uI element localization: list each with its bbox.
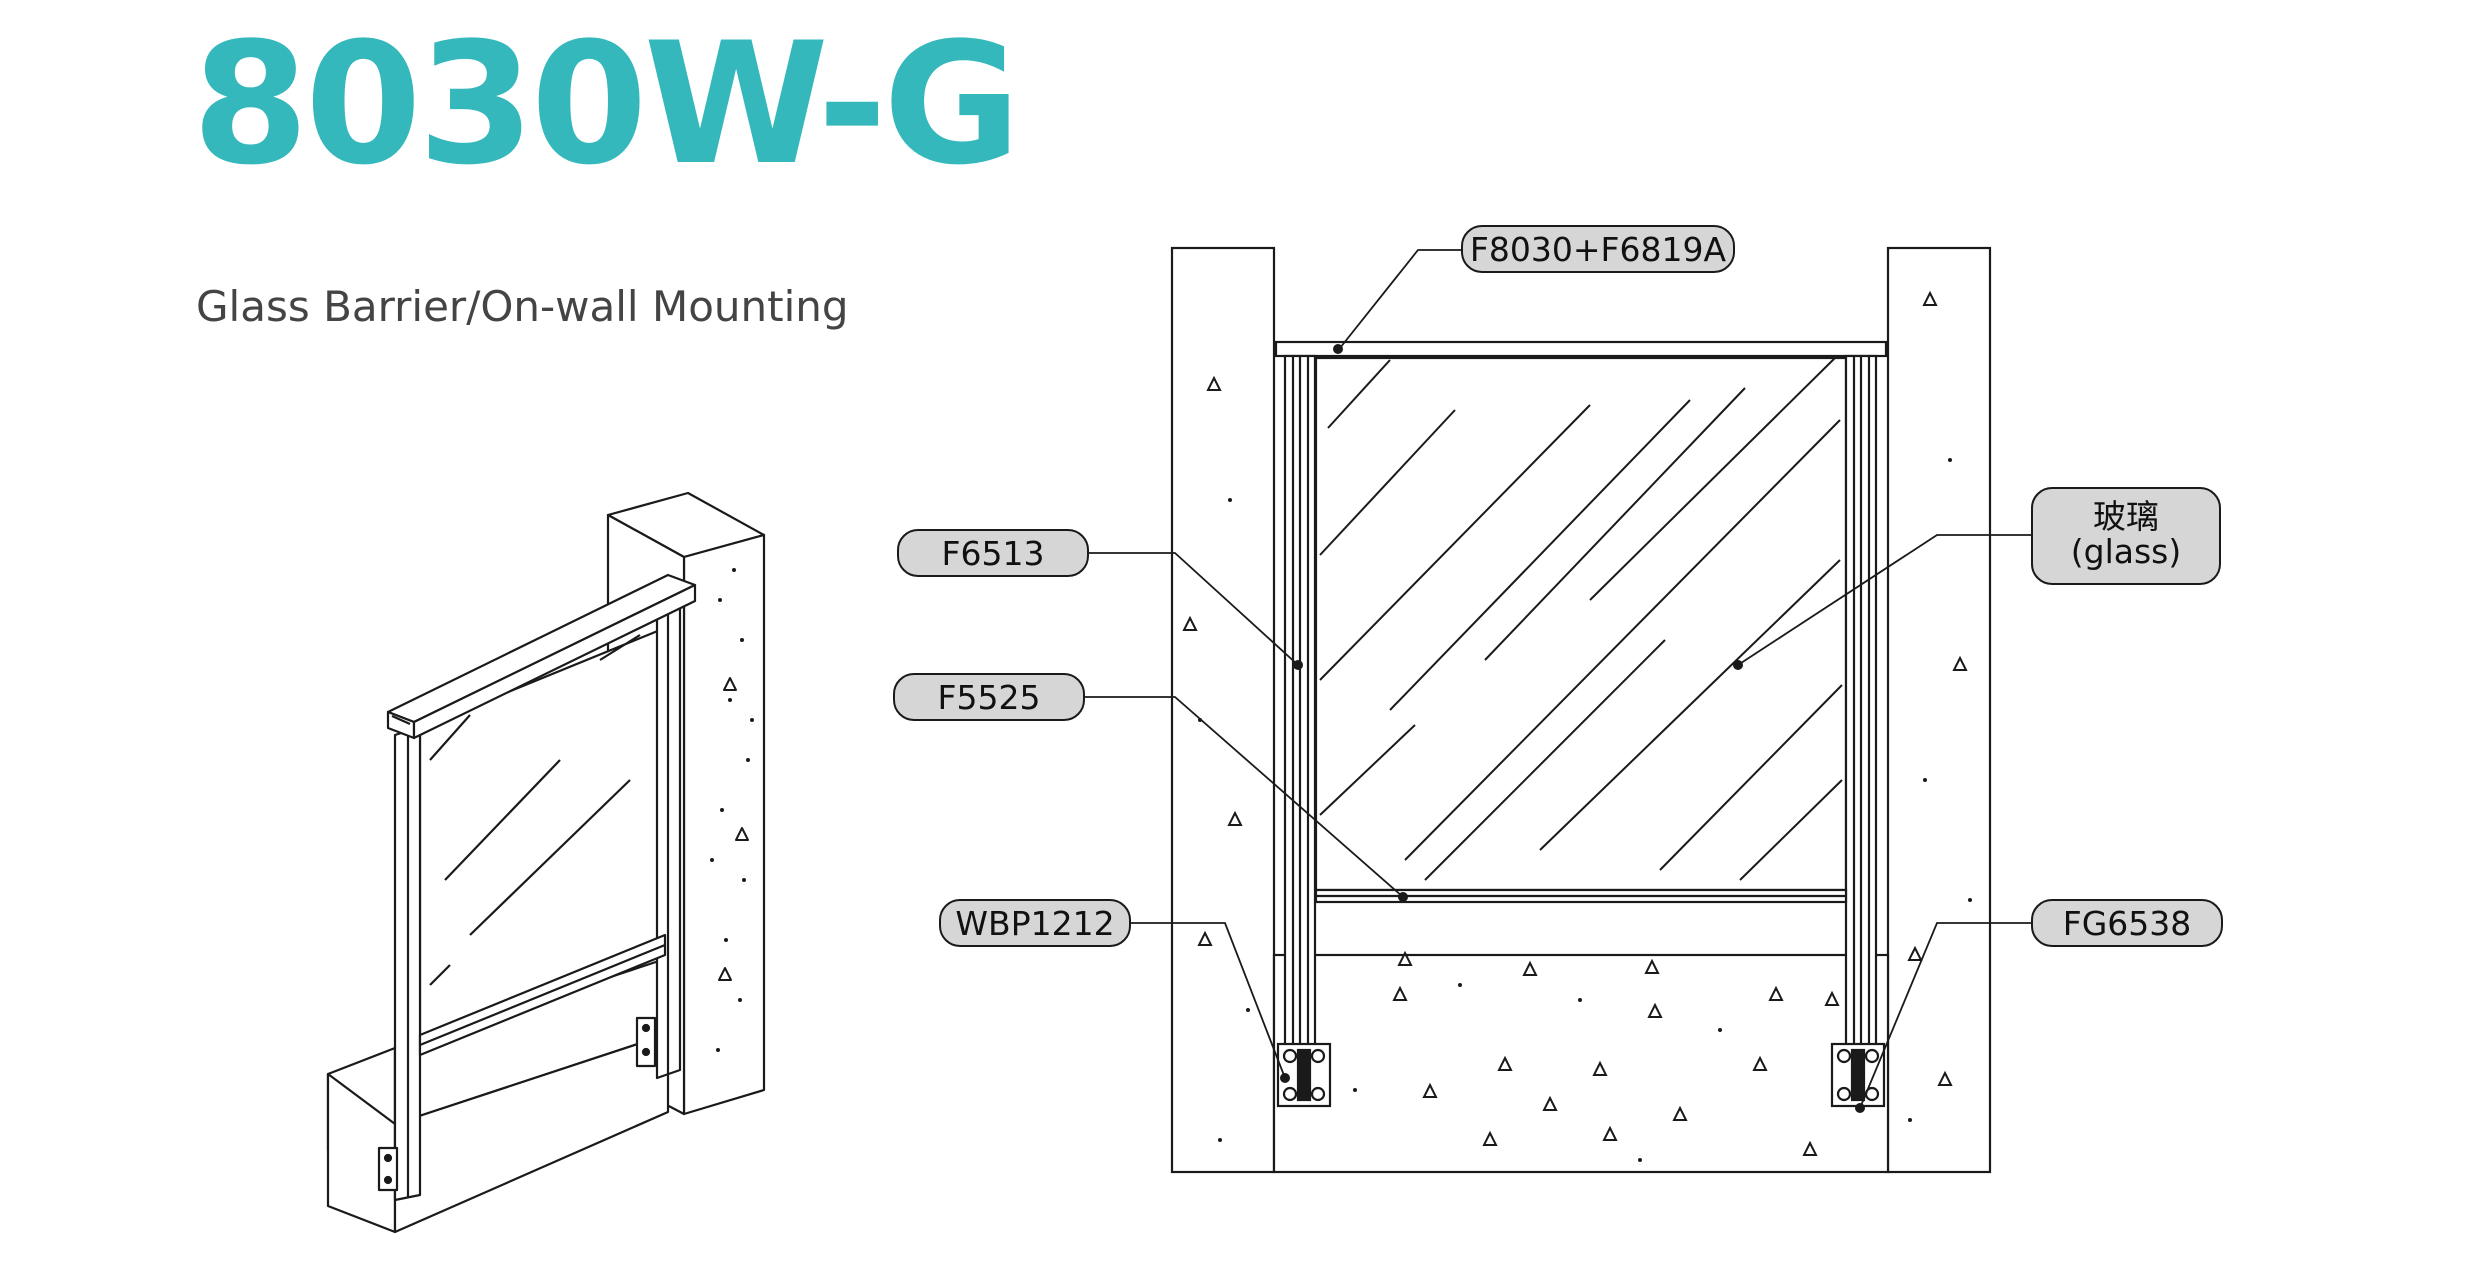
glass-reflections bbox=[1319, 354, 1843, 881]
leader-dots bbox=[1280, 344, 1865, 1113]
label-top-rail: F8030+F6819A bbox=[1461, 225, 1735, 273]
wall-right-face bbox=[682, 533, 766, 1116]
label-side-post: F6513 bbox=[897, 529, 1089, 577]
svg-text:WBP1212: WBP1212 bbox=[955, 904, 1114, 943]
top-rail bbox=[1274, 340, 1888, 358]
svg-text:F5525: F5525 bbox=[938, 678, 1041, 717]
isometric-view bbox=[326, 491, 766, 1234]
wall-left bbox=[1170, 246, 1276, 1174]
svg-text:玻璃: 玻璃 bbox=[2093, 497, 2159, 536]
label-glass: 玻璃 (glass) bbox=[2031, 487, 2221, 585]
glass-pane bbox=[1314, 356, 1848, 892]
product-subtitle: Glass Barrier/On-wall Mounting bbox=[196, 282, 849, 331]
wall-concrete-texture bbox=[710, 568, 754, 1052]
glass-reflection-lines bbox=[429, 634, 641, 986]
iso-bracket-right bbox=[635, 1016, 657, 1068]
label-bracket-left: WBP1212 bbox=[939, 899, 1131, 947]
label-bracket-right: FG6538 bbox=[2031, 899, 2223, 947]
wall-right bbox=[1886, 246, 1992, 1174]
svg-text:(glass): (glass) bbox=[2071, 532, 2181, 571]
product-title: 8030W-G bbox=[192, 6, 1021, 202]
leader-lines bbox=[1084, 249, 2032, 1109]
svg-text:F6513: F6513 bbox=[942, 534, 1045, 573]
svg-text:FG6538: FG6538 bbox=[2063, 904, 2192, 943]
floor-slab bbox=[1272, 953, 1890, 1174]
callout-labels: F8030+F6819A F6513 F5525 WBP1212 FG6538 … bbox=[893, 225, 2223, 947]
svg-text:F8030+F6819A: F8030+F6819A bbox=[1470, 230, 1727, 269]
label-bottom-channel: F5525 bbox=[893, 673, 1085, 721]
front-elevation bbox=[1170, 246, 1992, 1174]
iso-bracket-left bbox=[377, 1146, 399, 1192]
iso-top-rail-side bbox=[412, 583, 697, 740]
